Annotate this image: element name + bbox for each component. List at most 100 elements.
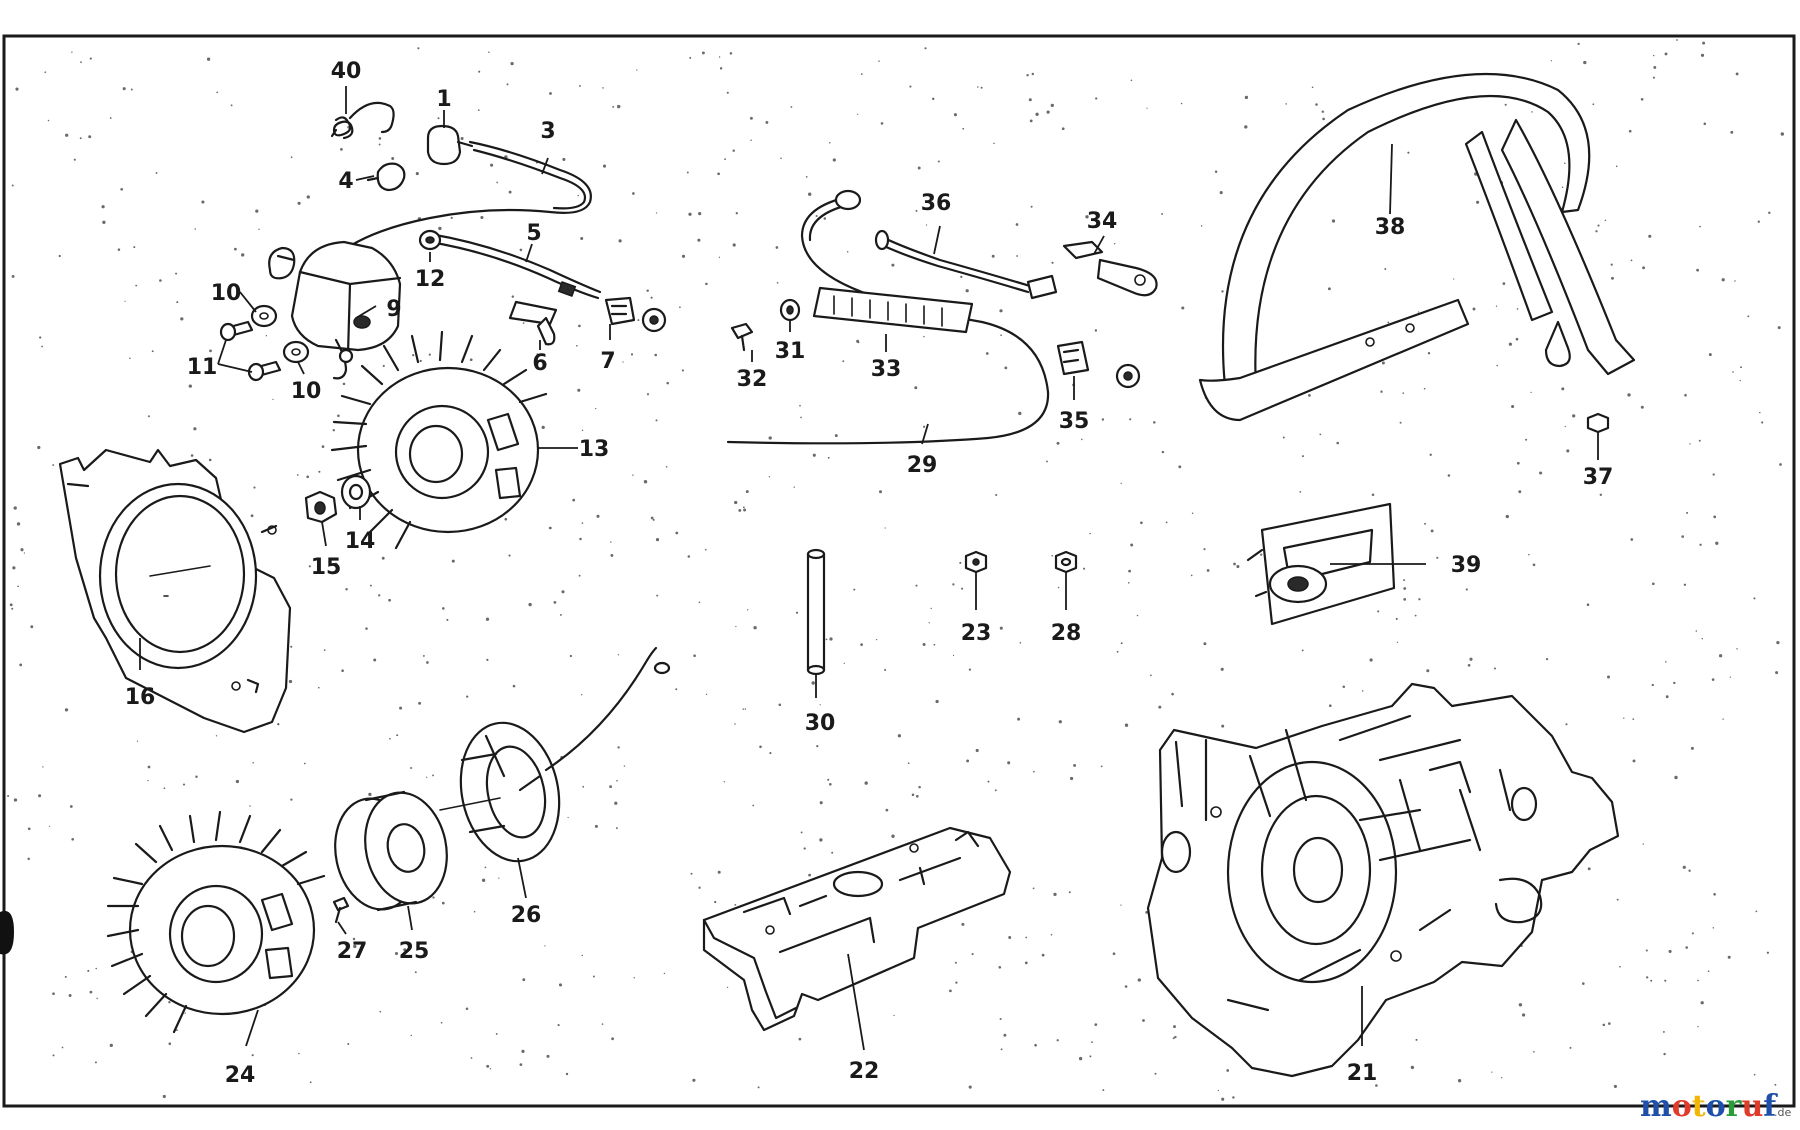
- speckle-dot: [679, 306, 681, 309]
- speckle-dot: [1561, 387, 1565, 391]
- speckle-dot: [655, 212, 658, 214]
- speckle-dot: [1703, 122, 1707, 126]
- speckle-dot: [757, 1086, 760, 1089]
- speckle-dot: [341, 669, 344, 672]
- speckle-dot: [1465, 588, 1468, 591]
- speckle-dot: [636, 69, 638, 71]
- speckle-dot: [71, 837, 75, 841]
- speckle-dot: [235, 779, 240, 784]
- part-intake-flange: [1246, 502, 1396, 626]
- speckle-dot: [1722, 718, 1724, 720]
- speckle-dot: [780, 157, 782, 160]
- speckle-dot: [1699, 543, 1702, 546]
- speckle-dot: [536, 353, 539, 355]
- leader-lines: [139, 86, 1599, 1051]
- speckle-dot: [1158, 705, 1162, 709]
- speckle-dot: [215, 735, 218, 737]
- speckle-dot: [52, 992, 55, 996]
- speckle-dot: [391, 157, 395, 160]
- speckle-dot: [581, 429, 584, 432]
- speckle-dot: [1472, 307, 1476, 311]
- speckle-dot: [49, 825, 51, 827]
- speckle-dot: [249, 805, 251, 807]
- speckle-dot: [1447, 474, 1451, 477]
- speckle-dot: [819, 704, 821, 706]
- speckle-dot: [734, 500, 738, 505]
- speckle-dot: [519, 248, 523, 252]
- speckle-dot: [1361, 690, 1364, 692]
- label-33: 33: [871, 357, 902, 382]
- speckle-dot: [1469, 657, 1473, 661]
- speckle-dot: [1301, 455, 1305, 458]
- speckle-dot: [378, 594, 381, 597]
- speckle-dot: [952, 654, 955, 657]
- speckle-dot: [803, 847, 806, 850]
- speckle-dot: [1711, 678, 1715, 681]
- speckle-dot: [52, 464, 55, 466]
- speckle-dot: [719, 67, 723, 70]
- speckle-dot: [1089, 532, 1091, 535]
- speckle-dot: [155, 171, 158, 174]
- speckle-dot: [811, 681, 815, 685]
- speckle-dot: [1436, 556, 1439, 559]
- label-1: 1: [436, 87, 451, 112]
- speckle-dot: [704, 548, 707, 551]
- part-fan-housing: [58, 448, 292, 734]
- label-6: 6: [532, 351, 547, 376]
- speckle-dot: [1206, 569, 1210, 572]
- speckle-dot: [64, 708, 69, 712]
- speckle-dot: [194, 228, 196, 230]
- speckle-dot: [1403, 587, 1407, 590]
- speckle-dot: [1747, 315, 1750, 318]
- label-9: 9: [386, 297, 401, 322]
- label-12: 12: [415, 267, 446, 292]
- speckle-dot: [41, 345, 44, 348]
- speckle-dot: [1137, 978, 1141, 982]
- speckle-dot: [1564, 162, 1566, 165]
- speckle-dot: [1033, 770, 1035, 773]
- speckle-dot: [734, 904, 737, 906]
- speckle-dot: [688, 212, 692, 216]
- label-15: 15: [311, 555, 342, 580]
- part-flywheel-upper: [330, 330, 548, 550]
- speckle-dot: [829, 783, 832, 786]
- speckle-dot: [466, 695, 469, 698]
- speckle-dot: [1173, 1025, 1176, 1029]
- speckle-dot: [1203, 642, 1207, 646]
- speckle-dot: [168, 1042, 172, 1045]
- speckle-dot: [768, 436, 772, 440]
- speckle-dot: [69, 805, 73, 808]
- speckle-dot: [909, 85, 912, 88]
- speckle-dot: [1078, 1056, 1083, 1061]
- speckle-dot: [915, 794, 919, 798]
- speckle-dot: [410, 767, 413, 769]
- speckle-dot: [576, 344, 578, 347]
- speckle-dot: [949, 989, 952, 993]
- speckle-dot: [378, 143, 381, 146]
- speckle-dot: [825, 638, 828, 641]
- speckle-dot: [1700, 53, 1705, 57]
- label-38: 38: [1375, 215, 1406, 240]
- speckle-dot: [65, 133, 69, 137]
- speckle-dot: [122, 87, 126, 91]
- speckle-dot: [1691, 932, 1694, 935]
- speckle-dot: [795, 611, 799, 614]
- speckle-dot: [655, 419, 658, 422]
- speckle-dot: [147, 765, 151, 769]
- speckle-dot: [681, 369, 684, 372]
- speckle-dot: [675, 688, 678, 691]
- speckle-dot: [432, 774, 434, 777]
- speckle-dot: [602, 164, 607, 168]
- speckle-dot: [878, 490, 883, 494]
- speckle-dot: [1017, 717, 1021, 721]
- speckle-dot: [1668, 949, 1672, 953]
- part-switch-clip: [604, 296, 667, 333]
- speckle-dot: [581, 954, 584, 957]
- speckle-dot: [1697, 979, 1699, 982]
- speckle-dot: [579, 537, 582, 541]
- speckle-dot: [290, 156, 293, 159]
- speckle-dot: [1000, 1048, 1003, 1051]
- speckle-dot: [486, 1064, 490, 1068]
- speckle-dot: [1663, 1052, 1666, 1056]
- speckle-dot: [819, 801, 823, 805]
